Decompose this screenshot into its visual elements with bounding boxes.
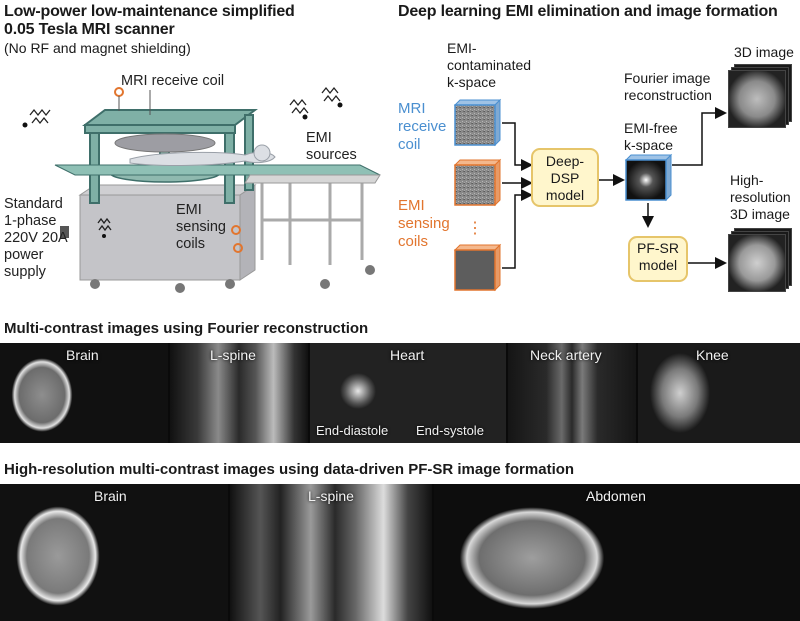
pfsr-label-2: model	[638, 257, 678, 273]
emi-sources-label-2: sources	[306, 147, 357, 163]
sensing-coil-icon	[231, 225, 241, 235]
contaminated-label-2: contaminated	[447, 57, 532, 73]
3d-image-label: 3D image	[734, 44, 794, 60]
wheel-icon	[225, 279, 235, 289]
contaminated-label-1: EMI-	[447, 40, 477, 56]
sensing-coil-icon	[233, 243, 243, 253]
row1-neck-title: Neck artery	[530, 347, 602, 363]
wheel-icon	[90, 279, 100, 289]
wheel-icon	[320, 279, 330, 289]
wheel-icon	[365, 265, 375, 275]
pipeline-title: Deep learning EMI elimination and image …	[398, 3, 778, 20]
mri-coil-label-1: MRI	[398, 100, 426, 117]
emi-kspace-cube-1	[453, 158, 502, 207]
row2-brain-panel: Brain	[0, 484, 228, 621]
row1-title: Multi-contrast images using Fourier reco…	[4, 320, 369, 337]
row2-title: High-resolution multi-contrast images us…	[4, 461, 575, 478]
emi-source-icon	[22, 122, 28, 128]
hr-image-label-2: resolution	[730, 189, 791, 205]
row1-lspine-title: L-spine	[210, 347, 256, 363]
row1-image-strip: Brain L-spine Heart End-diastole End-sys…	[0, 343, 800, 443]
wheel-icon	[175, 283, 185, 293]
sensing-coils-label-1: EMI	[176, 202, 202, 218]
power-label-1: Standard	[4, 196, 63, 212]
power-plug-icon	[60, 226, 69, 238]
deep-dsp-label-2: DSP	[550, 170, 580, 186]
deep-dsp-model-box: Deep- DSP model	[531, 148, 599, 207]
row1-knee-panel: Knee	[638, 343, 800, 443]
hr-3d-image-stack	[728, 228, 792, 292]
scanner-title-line2: 0.05 Tesla MRI scanner	[4, 21, 175, 38]
end-systole-label: End-systole	[416, 423, 484, 438]
end-diastole-label: End-diastole	[316, 423, 389, 438]
row1-brain-panel: Brain	[0, 343, 168, 443]
row1-knee-title: Knee	[696, 347, 729, 363]
row1-heart-panel: Heart End-diastole End-systole	[310, 343, 506, 443]
row2-lspine-title: L-spine	[308, 488, 354, 504]
emi-free-label-2: k-space	[624, 137, 674, 153]
deep-dsp-label-3: model	[545, 187, 585, 203]
row2-brain-title: Brain	[94, 488, 127, 504]
emi-source-icon	[337, 102, 343, 108]
fourier-label-2: reconstruction	[624, 87, 712, 103]
scanner-subtitle: (No RF and magnet shielding)	[4, 40, 191, 56]
emi-free-kspace-cube	[624, 153, 673, 202]
row1-brain-title: Brain	[66, 347, 99, 363]
emi-free-label-1: EMI-free	[624, 120, 678, 136]
scanner-title-line1: Low-power low-maintenance simplified	[4, 3, 295, 20]
row2-abdomen-title: Abdomen	[586, 488, 646, 504]
row2-image-strip: Brain L-spine Abdomen	[0, 484, 800, 621]
row2-abdomen-panel: Abdomen	[434, 484, 800, 621]
contaminated-label-3: k-space	[447, 74, 497, 90]
contaminated-kspace-cube	[453, 98, 502, 147]
scanner-illustration	[22, 86, 381, 293]
mri-coil-label-2: receive	[398, 118, 447, 135]
emi-sources-label-1: EMI	[306, 130, 332, 146]
power-label-3: 220V 20A	[4, 230, 68, 246]
emi-coils-label-1: EMI	[398, 197, 425, 214]
row1-heart-title: Heart	[390, 347, 425, 363]
pf-sr-model-box: PF-SR model	[628, 236, 688, 282]
3d-image-stack	[728, 64, 792, 128]
pfsr-label-1: PF-SR	[637, 240, 679, 256]
pipeline-diagram: ⋮	[453, 98, 727, 292]
row1-neck-panel: Neck artery	[508, 343, 636, 443]
emi-kspace-cube-2	[453, 243, 502, 292]
deep-dsp-label-1: Deep-	[545, 153, 585, 169]
mri-coil-label-3: coil	[398, 136, 421, 153]
emi-source-icon	[102, 234, 106, 238]
receive-coil-label: MRI receive coil	[121, 73, 225, 89]
hr-image-label-1: High-	[730, 172, 764, 188]
row1-lspine-panel: L-spine	[170, 343, 308, 443]
emi-coils-label-3: coils	[398, 233, 429, 250]
power-label-2: 1-phase	[4, 213, 57, 229]
hr-image-label-3: 3D image	[730, 206, 790, 222]
scanner-cabinet	[79, 194, 241, 281]
emi-coils-label-2: sensing	[398, 215, 450, 232]
power-label-5: supply	[4, 264, 46, 280]
sensing-coils-label-2: sensing	[176, 219, 226, 235]
fourier-label-1: Fourier image	[624, 70, 711, 86]
sensing-coils-label-3: coils	[176, 236, 206, 252]
emi-source-icon	[302, 114, 308, 120]
ellipsis-dots: ⋮	[467, 220, 483, 237]
row2-lspine-panel: L-spine	[230, 484, 432, 621]
power-label-4: power	[4, 247, 44, 263]
